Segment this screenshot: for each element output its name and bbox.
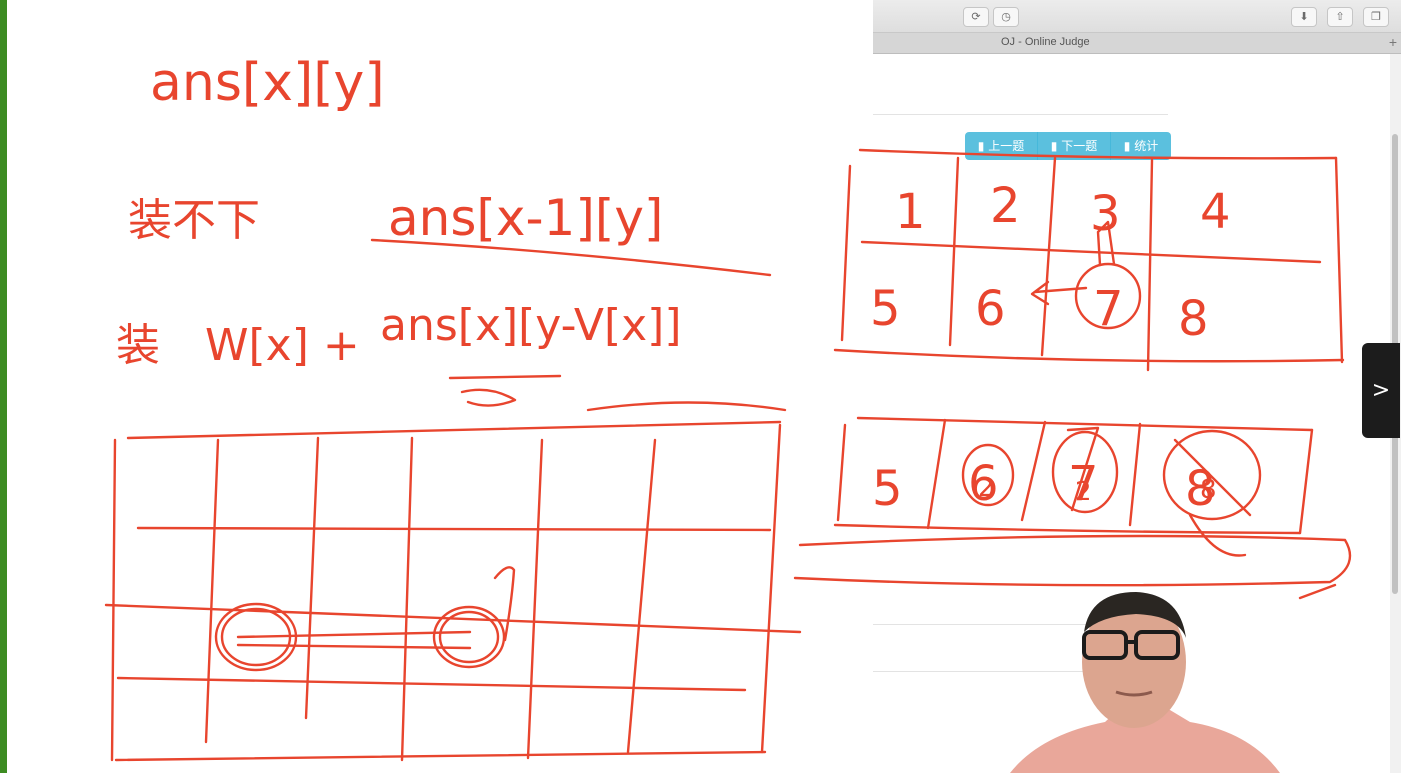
- grid-line: [1334, 156, 1344, 364]
- grid-line: [858, 148, 1338, 160]
- reload-icon[interactable]: ⟳: [963, 7, 989, 27]
- grid-line: [856, 416, 1314, 432]
- arrow-head: [1030, 280, 1050, 306]
- arrow-line: [236, 630, 472, 639]
- new-tab-button[interactable]: +: [1388, 34, 1397, 50]
- arrow-up: [493, 566, 516, 642]
- grid-line: [948, 156, 960, 347]
- button-label: 上一题: [988, 139, 1025, 153]
- grid-line: [1040, 156, 1057, 357]
- strike: [1066, 426, 1100, 512]
- circled-cell: [1074, 262, 1142, 330]
- grid-line: [136, 526, 772, 532]
- grid-line: [1298, 428, 1314, 535]
- bar-chart-icon: ▮: [977, 139, 985, 153]
- grid-line: [114, 750, 767, 762]
- circled-cell: [1162, 429, 1262, 521]
- grid-line: [760, 423, 782, 754]
- scribble: [1188, 513, 1247, 557]
- formula-top: ans[x][y]: [150, 53, 385, 113]
- underline: [448, 374, 562, 380]
- history-icon[interactable]: ◷: [993, 7, 1019, 27]
- grid-line: [116, 676, 747, 692]
- circled-cell: [1051, 430, 1119, 514]
- strip-cell: 8: [1185, 461, 1216, 517]
- download-icon[interactable]: ⬇: [1291, 7, 1317, 27]
- grid-cell: 2: [990, 178, 1021, 234]
- scribble: [460, 388, 517, 407]
- underline: [370, 238, 772, 277]
- grid-line: [526, 438, 544, 760]
- bar-chart-icon: ▮: [1050, 139, 1058, 153]
- grid-line: [304, 436, 320, 720]
- grid-line: [626, 438, 657, 754]
- grid-line: [833, 523, 1302, 535]
- case-no-expr: ans[x-1][y]: [388, 189, 663, 247]
- statistics-button[interactable]: ▮ 统计: [1111, 132, 1171, 160]
- circled-value: 8: [1200, 475, 1217, 505]
- grid-line: [104, 603, 802, 634]
- grid-line: [126, 420, 782, 440]
- tab-strip: OJ - Online Judge +: [873, 33, 1401, 54]
- circled-cell: [214, 602, 298, 672]
- grid-line: [110, 438, 117, 762]
- circled-cell: [432, 605, 506, 669]
- stroke: [1298, 583, 1337, 600]
- button-label: 统计: [1134, 139, 1159, 153]
- grid-cell: 4: [1200, 184, 1231, 240]
- strike: [1173, 438, 1252, 517]
- circled-cell: [961, 443, 1015, 507]
- grid-line: [833, 348, 1345, 363]
- bar-chart-icon: ▮: [1123, 139, 1131, 153]
- share-icon[interactable]: ⇧: [1327, 7, 1353, 27]
- tab-title[interactable]: OJ - Online Judge: [1001, 36, 1090, 48]
- presenter-webcam: [1010, 592, 1280, 773]
- grid-line: [204, 438, 220, 744]
- underline: [586, 401, 787, 412]
- case-yes-expr-b: ans[x][y-V[x]]: [380, 300, 682, 351]
- arrow-line: [1033, 286, 1088, 294]
- grid-line: [840, 164, 852, 342]
- divider: [873, 671, 1173, 672]
- divider: [873, 624, 1113, 625]
- next-slide-button[interactable]: >: [1362, 343, 1400, 438]
- grid-line: [836, 423, 847, 522]
- case-yes-expr-a: W[x] +: [205, 320, 360, 371]
- grid-cell: 8: [1178, 291, 1209, 347]
- divider: [873, 114, 1168, 115]
- grid-line: [926, 418, 947, 530]
- case-no-label: 装不下: [128, 195, 260, 246]
- window-edge: [0, 0, 7, 773]
- grid-cell: 1: [895, 184, 926, 240]
- arrow-up: [1096, 220, 1116, 267]
- grid-line: [860, 240, 1322, 264]
- strip-cell: 6: [968, 456, 999, 512]
- grid-cell: 3: [1090, 186, 1121, 242]
- grid-cell: 5: [870, 281, 901, 337]
- case-yes-label: 装: [116, 320, 160, 371]
- tabs-icon[interactable]: ❐: [1363, 7, 1389, 27]
- browser-toolbar: ⟳ ◷ ⬇ ⇧ ❐: [873, 0, 1401, 33]
- grid-cell: 6: [975, 281, 1006, 337]
- button-label: 下一题: [1061, 139, 1098, 153]
- underline: [793, 534, 1352, 587]
- grid-line: [1020, 420, 1047, 522]
- circled-value: 2: [978, 473, 995, 503]
- grid-line: [1146, 158, 1154, 372]
- grid-line: [400, 436, 414, 762]
- arrow-line: [236, 643, 472, 650]
- grid-line: [1128, 422, 1142, 527]
- strip-cell: 5: [872, 461, 903, 517]
- circled-cell: [438, 610, 500, 664]
